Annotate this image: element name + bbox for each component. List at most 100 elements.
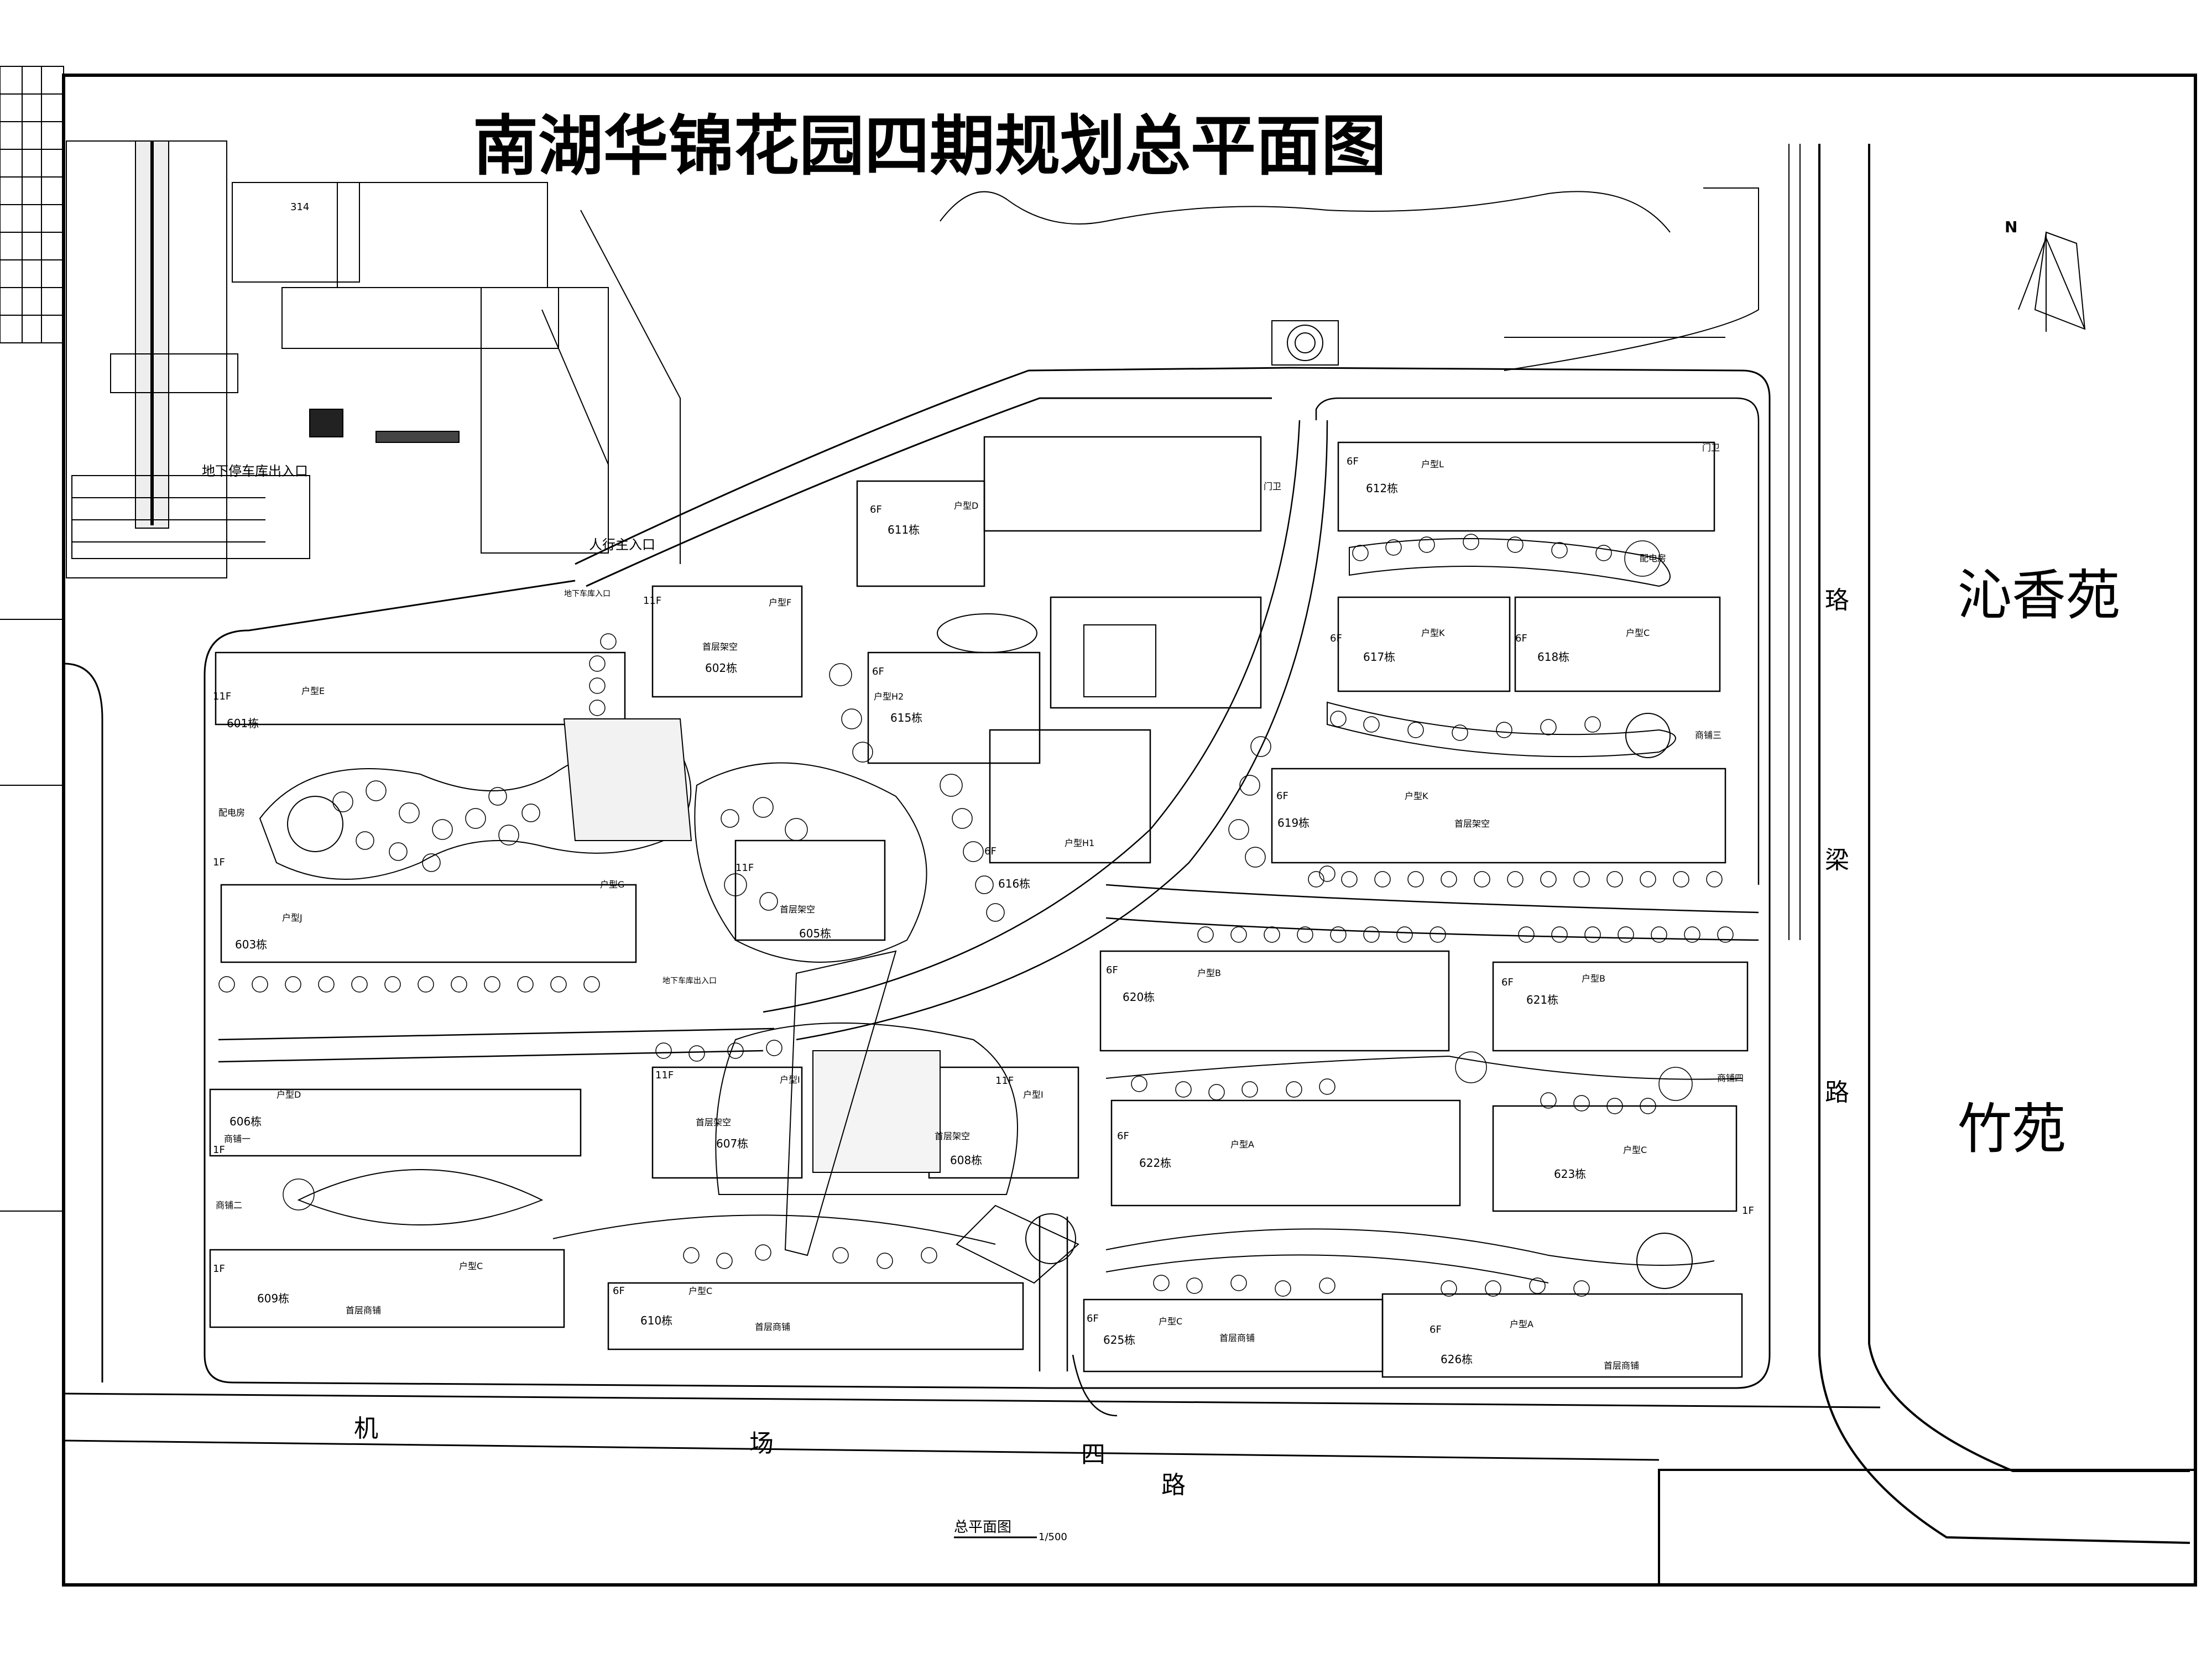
- shop-label-3: 首层商铺: [1219, 1333, 1255, 1343]
- type-603: 户型J: [282, 912, 302, 923]
- side-info-column: [0, 66, 64, 1212]
- east-road-char-2: 梁: [1825, 846, 1849, 874]
- label-623: 623栋: [1554, 1167, 1586, 1181]
- label-612: 612栋: [1366, 482, 1398, 495]
- type-609: 户型C: [459, 1261, 483, 1271]
- label-619: 619栋: [1277, 816, 1310, 830]
- club2-label: 商铺二: [216, 1200, 242, 1211]
- label-602: 602栋: [705, 661, 737, 675]
- east-road-char-1: 珞: [1825, 586, 1849, 614]
- east-road-char-3: 路: [1825, 1078, 1849, 1107]
- south-road-char-2: 场: [749, 1430, 774, 1458]
- club4-label: 商铺四: [1717, 1073, 1744, 1083]
- south-road-char-1: 机: [354, 1415, 378, 1443]
- site-perimeter-road: [204, 367, 1771, 1389]
- pantry-label-1: 配电房: [218, 807, 245, 818]
- central-gardens: [259, 538, 1743, 1289]
- label-605: 605栋: [799, 927, 831, 940]
- floors-625: 6F: [1087, 1313, 1099, 1324]
- label-607: 607栋: [716, 1137, 748, 1150]
- type-615: 户型H2: [874, 691, 904, 702]
- label-621: 621栋: [1526, 993, 1558, 1006]
- void-label-1: 首层架空: [702, 641, 738, 652]
- floors-618: 6F: [1515, 633, 1527, 644]
- south-road-char-4: 路: [1161, 1471, 1186, 1499]
- block-617: [1337, 596, 1511, 692]
- floors-622: 6F: [1117, 1130, 1129, 1142]
- shop-label-4: 首层商铺: [1604, 1360, 1639, 1371]
- label-625: 625栋: [1103, 1333, 1135, 1347]
- outer-frame: [62, 74, 2197, 1587]
- label-609: 609栋: [257, 1292, 289, 1305]
- drawing-scale: 1/500: [1039, 1531, 1067, 1543]
- block-609: [209, 1249, 565, 1328]
- label-601: 601栋: [227, 717, 259, 730]
- north-arrow: [2018, 231, 2086, 332]
- label-626: 626栋: [1441, 1353, 1473, 1366]
- tree-symbols: [218, 534, 1734, 1297]
- block-607: [651, 1066, 803, 1179]
- void-label-2: 首层架空: [780, 904, 815, 915]
- block-606: [209, 1088, 582, 1157]
- void-label-4: 首层架空: [935, 1131, 970, 1141]
- floors-621: 6F: [1501, 977, 1514, 988]
- block-616b: [1050, 596, 1262, 709]
- type-626: 户型A: [1510, 1319, 1533, 1329]
- floors-615: 6F: [872, 666, 884, 677]
- building-footprints: [209, 436, 1749, 1378]
- type-617: 户型K: [1421, 628, 1445, 638]
- label-606: 606栋: [229, 1115, 262, 1128]
- pantry-label-2: 配电房: [1640, 553, 1666, 564]
- label-615: 615栋: [890, 711, 922, 724]
- type-605: 户型G: [600, 879, 624, 890]
- shop-label-1: 首层商铺: [346, 1305, 381, 1316]
- block-602: [651, 585, 803, 698]
- drawing-caption: 总平面图: [954, 1519, 1011, 1536]
- floors-610: 6F: [613, 1285, 625, 1297]
- floors-617: 6F: [1330, 633, 1342, 644]
- type-622: 户型A: [1230, 1139, 1254, 1150]
- floors-605: 11F: [735, 862, 754, 874]
- type-616: 户型H1: [1065, 838, 1094, 848]
- existing-building-number: 314: [290, 201, 309, 213]
- floors-607: 11F: [655, 1070, 674, 1081]
- type-607: 户型I: [780, 1074, 800, 1085]
- label-620: 620栋: [1123, 990, 1155, 1004]
- floors-601: 11F: [213, 691, 231, 702]
- drawing-title: 南湖华锦花园四期规划总平面图: [473, 108, 1386, 184]
- north-plaza: [940, 187, 1759, 371]
- type-601: 户型E: [301, 686, 325, 696]
- type-608: 户型I: [1023, 1089, 1044, 1100]
- floors-611: 6F: [870, 504, 882, 515]
- shop-label-2: 首层商铺: [755, 1322, 790, 1332]
- club1-label: 商铺一: [224, 1134, 251, 1144]
- building-labels: 601栋 11F 户型E 602栋 11F 户型F 603栋 1F 户型J 60…: [213, 456, 1754, 1366]
- floors-623: 1F: [1742, 1205, 1754, 1217]
- pedestrian-main-entrance-label: 人行主入口: [589, 537, 655, 552]
- type-611: 户型D: [954, 500, 978, 511]
- block-626: [1381, 1293, 1743, 1378]
- floors-609: 1F: [213, 1263, 225, 1275]
- label-622: 622栋: [1139, 1156, 1171, 1170]
- gate-label-2: 门卫: [1702, 442, 1720, 453]
- type-620: 户型B: [1197, 968, 1221, 978]
- floors-620: 6F: [1106, 964, 1118, 976]
- floors-612: 6F: [1347, 456, 1359, 467]
- block-619: [1271, 768, 1726, 864]
- floors-619: 6F: [1276, 790, 1288, 802]
- label-610: 610栋: [640, 1314, 672, 1327]
- type-625: 户型C: [1159, 1316, 1182, 1327]
- void-label-3: 首层架空: [696, 1117, 731, 1128]
- south-road-char-3: 四: [1081, 1441, 1105, 1469]
- label-611: 611栋: [888, 523, 920, 536]
- block-612: [1337, 441, 1715, 532]
- block-616: [989, 729, 1151, 864]
- type-610: 户型C: [688, 1286, 712, 1296]
- south-road: [63, 1392, 1881, 1461]
- facility-labels: 配电房 配电房 首层架空 首层架空 首层架空 首层架空 首层架空 首层商铺 首层…: [216, 442, 1744, 1371]
- block-620: [1099, 950, 1450, 1052]
- block-611b: [983, 436, 1262, 532]
- type-619: 户型K: [1405, 791, 1428, 801]
- label-617: 617栋: [1363, 650, 1395, 664]
